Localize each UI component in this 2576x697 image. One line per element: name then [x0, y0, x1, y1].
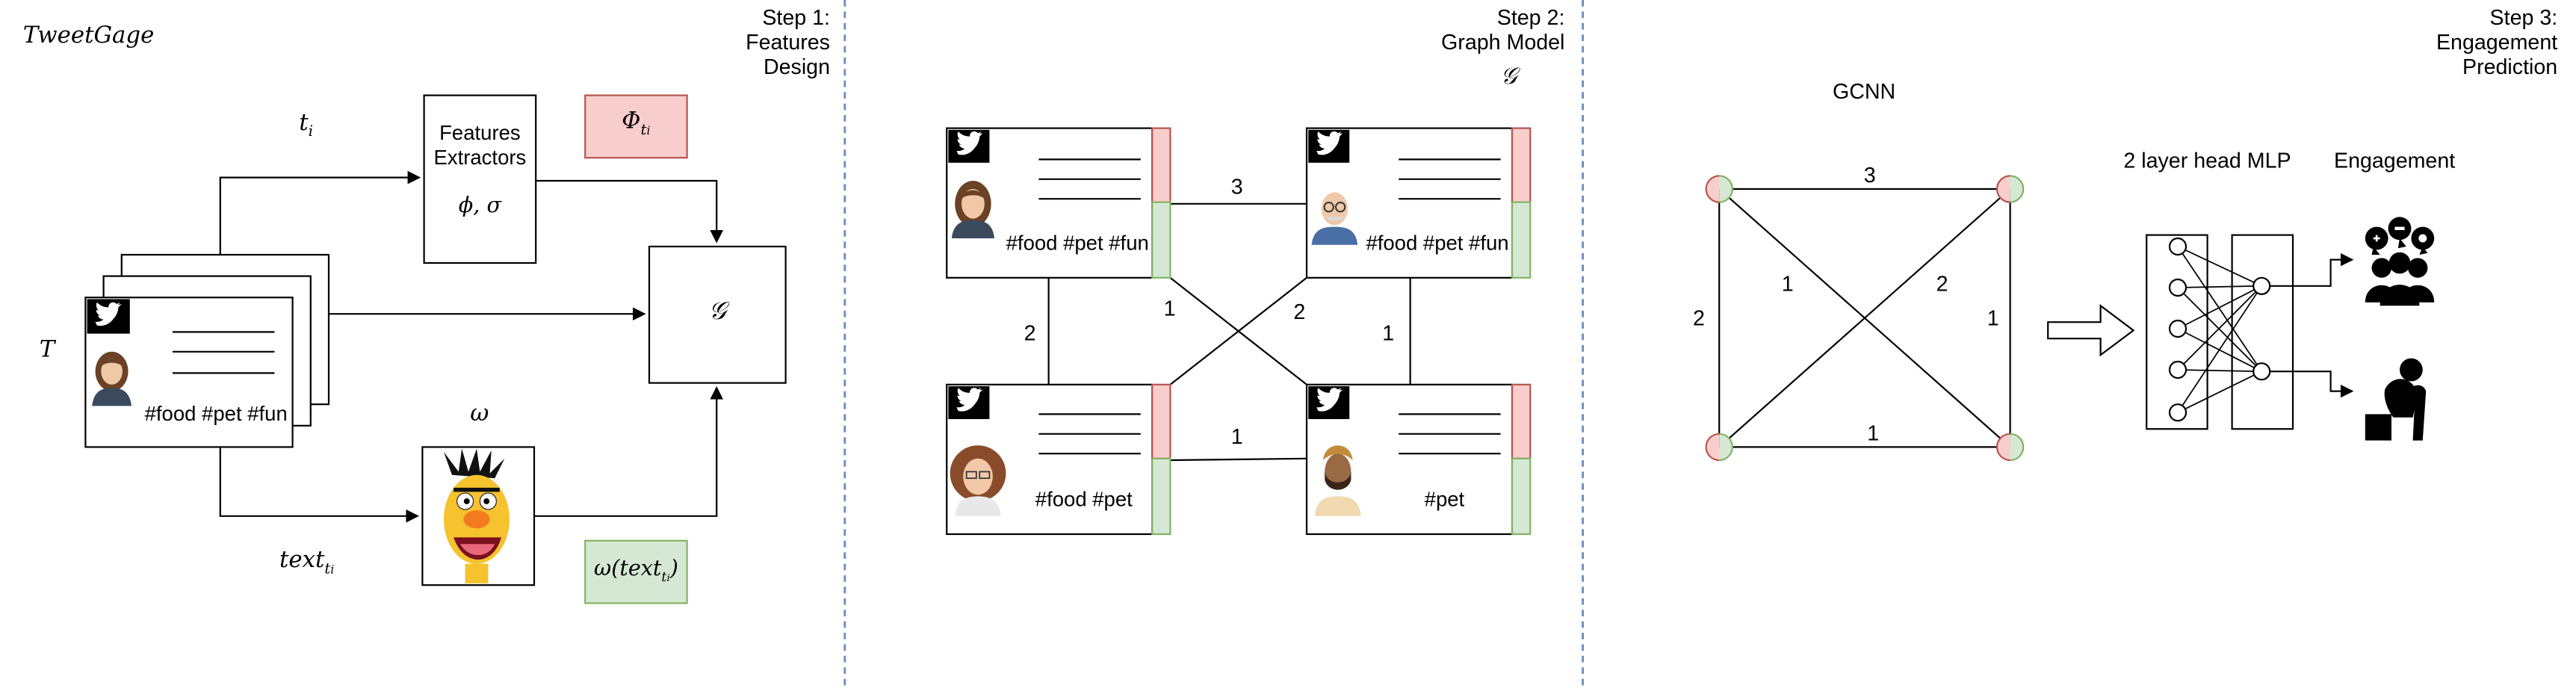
mlp-label: 2 layer head MLP: [2123, 148, 2291, 173]
panel-features-design: [84, 94, 787, 604]
node-4-hashtags: #pet: [1424, 488, 1465, 512]
gcnn-label: GCNN: [1833, 78, 1896, 104]
omega-text-t-i-label: ω(textti): [593, 557, 678, 585]
bert-muppet-icon: [421, 446, 536, 586]
gcnn-node-1: [1705, 175, 1733, 203]
arrow-text-to-omega: [219, 447, 420, 523]
panel-engagement-prediction: [1705, 175, 2435, 462]
text-t-i-label: textti: [279, 547, 335, 578]
engagement-label: Engagement: [2334, 148, 2456, 173]
phi-t-i-label: Φti: [622, 108, 651, 140]
edge-weight-diag-1: 1: [1163, 296, 1176, 320]
arrow-ti-to-extractors: [219, 170, 421, 255]
mlp-network: [2146, 234, 2354, 430]
panel-graph-model: [946, 127, 1532, 536]
tweet-card-front: [84, 297, 294, 448]
tweet-node-3: [946, 383, 1171, 536]
gcnn-weight-bottom: 1: [1867, 421, 1880, 446]
tweet-node-2: [1305, 127, 1532, 279]
graph-box: [648, 245, 787, 384]
omega-feature-box: [584, 539, 688, 604]
node-2-hashtags: #food #pet #fun: [1366, 232, 1509, 255]
edge-bottom: [1170, 457, 1307, 462]
arrow-omega-to-graph: [534, 386, 724, 517]
bald-man-avatar-icon: [1311, 192, 1358, 245]
big-right-arrow-icon: [2047, 304, 2135, 357]
gcnn-edge-diag-2: [1718, 188, 2011, 448]
edge-diag-2: [1169, 276, 1307, 385]
T-label: T: [39, 337, 55, 364]
step-1-label: Step 1: Features Design: [746, 4, 830, 79]
curly-woman-avatar-icon: [950, 445, 1006, 516]
happy-crowd-icon: [2365, 217, 2435, 306]
gcnn-weight-top: 3: [1863, 162, 1876, 188]
gcnn-weight-left: 2: [1693, 306, 1705, 331]
features-extractors-box: [423, 94, 537, 264]
edge-weight-right: 1: [1382, 320, 1395, 345]
gcnn-node-3: [1705, 433, 1733, 462]
brand-title: TweetGage: [22, 22, 155, 49]
gcnn-weight-diag-1: 1: [1781, 271, 1794, 296]
sad-person-icon: [2365, 358, 2427, 441]
phi-sigma-label: ϕ, σ: [458, 193, 501, 219]
tweet-node-1: [946, 127, 1171, 279]
tweet-node-4: [1305, 383, 1532, 536]
edge-weight-bottom: 1: [1230, 424, 1243, 449]
bearded-man-avatar-icon: [1315, 445, 1361, 516]
node-1-hashtags: #food #pet #fun: [1006, 232, 1149, 255]
omega-label: ω: [470, 400, 489, 427]
woman-avatar-icon: [951, 181, 994, 238]
t-i-label: ti: [299, 110, 314, 141]
woman-avatar-icon: [92, 351, 131, 406]
tweet-hashtags: #food #pet #fun: [144, 403, 288, 426]
graph-model-symbol: 𝒢: [1500, 63, 1517, 90]
gcnn-node-2: [1996, 175, 2025, 203]
gcnn-weight-diag-2: 2: [1936, 271, 1948, 296]
phi-feature-box: [584, 94, 688, 159]
arrow-extractors-to-graph: [536, 179, 724, 244]
gcnn-weight-right: 1: [1987, 306, 1999, 331]
edge-weight-diag-2: 2: [1293, 299, 1306, 324]
node-3-hashtags: #food #pet: [1035, 488, 1133, 512]
graph-symbol: 𝒢: [708, 296, 727, 326]
edge-weight-left: 2: [1024, 320, 1036, 345]
features-extractors-label: Features Extractors: [433, 121, 527, 170]
edge-weight-top: 3: [1230, 174, 1243, 199]
step-3-label: Step 3: Engagement Prediction: [2436, 4, 2558, 79]
gcnn-node-4: [1996, 433, 2025, 462]
step-2-label: Step 2: Graph Model: [1441, 4, 1565, 55]
